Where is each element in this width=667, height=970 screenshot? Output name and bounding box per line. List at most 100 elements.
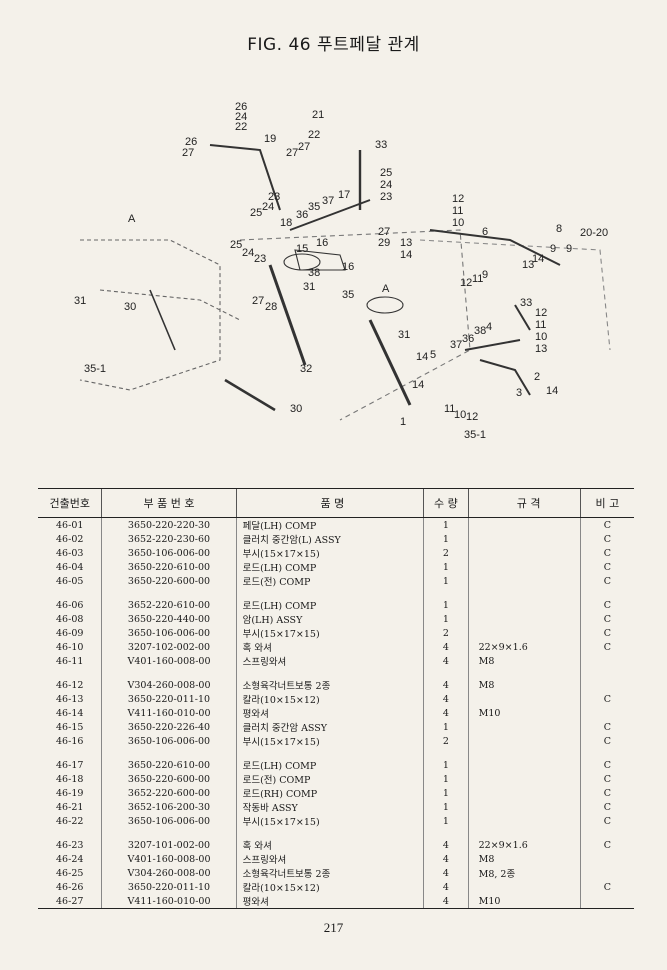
callout-label: 12 (466, 411, 478, 423)
cell-note: C (579, 720, 634, 734)
callout-label: 11 (444, 403, 455, 415)
cell-no: 46-25 (56, 867, 84, 879)
cell-spec (467, 800, 581, 814)
cell-part: 3207-102-002-00 (101, 640, 237, 654)
cell-spec (467, 786, 581, 800)
cell-no: 46-11 (56, 655, 84, 667)
cell-no: 46-03 (56, 547, 84, 559)
cell-qty: 1 (423, 814, 469, 828)
cell-spec: M8 (467, 678, 581, 692)
callout-label: A (128, 213, 136, 225)
cell-qty: 4 (423, 866, 469, 880)
callout-label: 3 (516, 387, 522, 399)
cell-name: 로드(전) COMP (235, 574, 424, 588)
callout-label: 12 (535, 307, 547, 319)
cell-no: 46-12 (56, 679, 84, 691)
cell-note: C (579, 814, 634, 828)
callout-label: 10 (454, 409, 466, 421)
cell-part: 3650-220-226-40 (101, 720, 237, 734)
cell-spec (467, 574, 581, 588)
cell-part: 3650-220-610-00 (101, 758, 237, 772)
cell-name: 칼라(10×15×12) (235, 692, 424, 706)
cell-no: 46-17 (56, 759, 84, 771)
cell-spec: 22×9×1.6 (467, 838, 581, 852)
cell-part: 3652-220-610-00 (101, 598, 237, 612)
callout-label: 19 (264, 133, 276, 145)
cell-qty: 4 (423, 852, 469, 866)
callout-label: 23 (268, 191, 280, 203)
cell-no: 46-06 (56, 599, 84, 611)
callout-label: 21 (312, 109, 324, 121)
cell-spec (467, 720, 581, 734)
cell-name: 로드(전) COMP (235, 772, 424, 786)
callout-label: 6 (482, 226, 488, 238)
cell-name: 암(LH) ASSY (235, 612, 424, 626)
callout-label: 24 (242, 247, 254, 259)
cell-no: 46-13 (56, 693, 84, 705)
callout-label: 23 (254, 253, 266, 265)
cell-qty: 4 (423, 654, 469, 668)
cell-note (579, 706, 634, 720)
cell-part: V304-260-008-00 (101, 678, 237, 692)
cell-qty: 4 (423, 894, 469, 909)
cell-no: 46-18 (56, 773, 84, 785)
callout-label: 22 (308, 129, 320, 141)
callout-label: 20-20 (580, 227, 608, 239)
callout-label: A (382, 283, 390, 295)
figure-title: FIG. 46 푸트페달 관계 (247, 35, 420, 55)
cell-spec (467, 772, 581, 786)
cell-name: 스프링와셔 (235, 654, 424, 668)
callout-label: 29 (378, 237, 390, 249)
group-spacer (38, 828, 634, 838)
cell-note: C (579, 612, 634, 626)
cell-part: 3652-220-230-60 (101, 532, 237, 546)
cell-note: C (579, 838, 634, 852)
cell-part: 3652-220-600-00 (101, 786, 237, 800)
cell-qty: 1 (423, 574, 469, 588)
cell-no: 46-04 (56, 561, 84, 573)
cell-note: C (579, 517, 634, 532)
cell-name: 칼라(10×15×12) (235, 880, 424, 894)
cell-qty: 1 (423, 517, 469, 532)
callout-label: 14 (412, 379, 424, 391)
cell-no: 46-15 (56, 721, 84, 733)
callout-label: 14 (546, 385, 558, 397)
callout-label: 25 (230, 239, 242, 251)
cell-name: 클러치 중간암(L) ASSY (235, 532, 424, 546)
cell-spec (467, 598, 581, 612)
cell-spec (467, 517, 581, 532)
callout-label: 9 (566, 243, 572, 255)
cell-name: 페달(LH) COMP (235, 517, 424, 532)
callout-label: 9 (482, 269, 488, 281)
cell-name: 로드(LH) COMP (235, 598, 424, 612)
callout-label: 12 (452, 193, 464, 205)
cell-part: 3650-220-011-10 (101, 692, 237, 706)
cell-note: C (579, 692, 634, 706)
cell-note: C (579, 560, 634, 574)
cell-part: V401-160-008-00 (101, 654, 237, 668)
cell-no: 46-14 (56, 707, 84, 719)
cell-part: 3650-106-006-00 (101, 814, 237, 828)
cell-part: 3650-220-600-00 (101, 772, 237, 786)
callout-label: 36 (462, 333, 474, 345)
group-spacer (38, 668, 634, 678)
callout-label: 11 (472, 273, 483, 285)
cell-part: 3650-220-440-00 (101, 612, 237, 626)
cell-qty: 4 (423, 880, 469, 894)
callout-label: 37 (322, 195, 334, 207)
cell-note: C (579, 772, 634, 786)
cell-name: 혹 와셔 (235, 838, 424, 852)
header-quantity: 수 량 (423, 488, 469, 518)
callout-label: 24 (262, 201, 274, 213)
